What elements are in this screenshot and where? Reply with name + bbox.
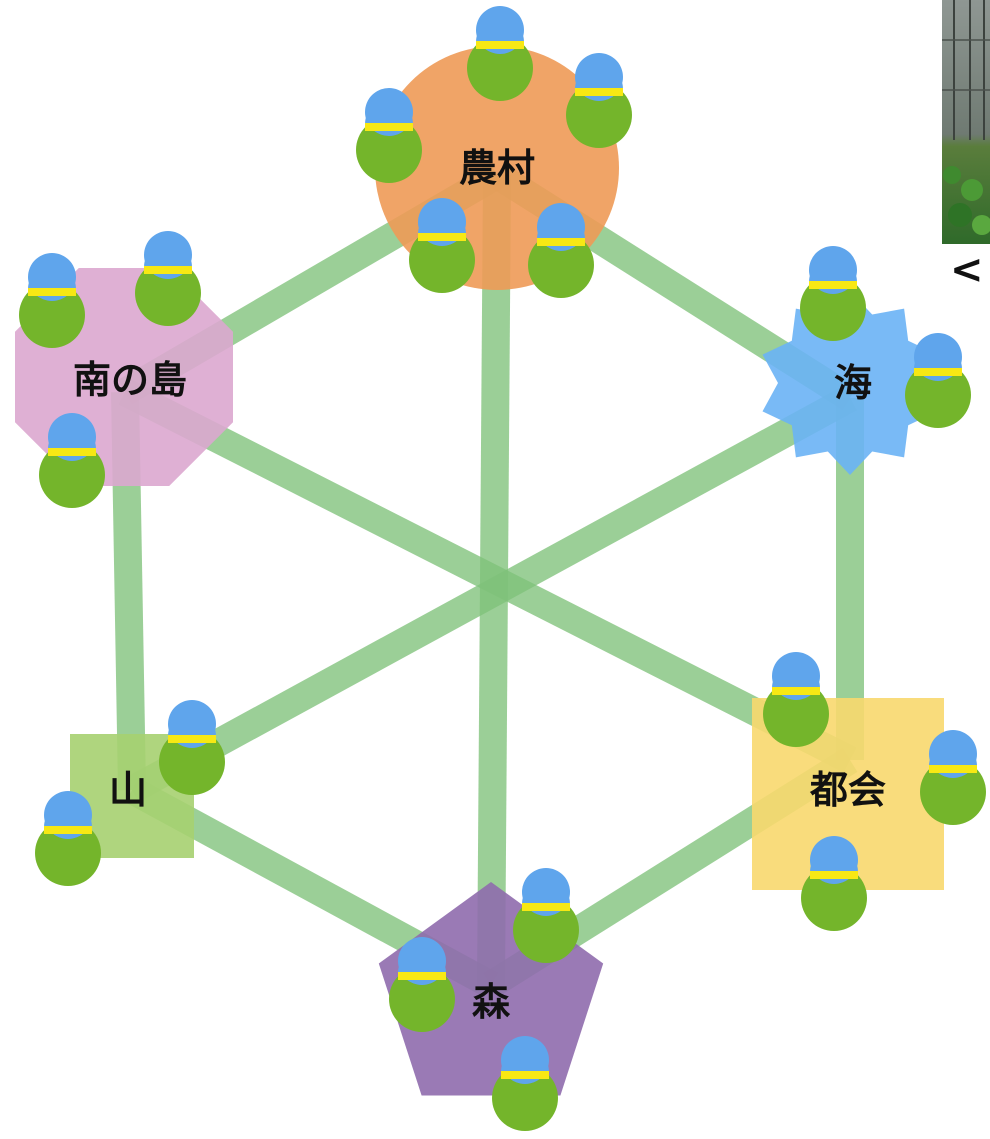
node-shape-sea	[762, 291, 938, 475]
person-icon	[39, 413, 105, 508]
edge-island-city	[118, 379, 857, 773]
node-label-city: 都会	[809, 768, 886, 812]
people-layer	[19, 6, 986, 1131]
person-icon	[356, 88, 422, 183]
person-icon	[492, 1036, 558, 1131]
greenhouse-photo-image	[942, 0, 990, 244]
photo-thumbnail[interactable]	[942, 0, 990, 244]
person-icon	[135, 231, 201, 326]
edge-sea-mountain	[125, 385, 857, 803]
person-icon	[389, 937, 455, 1032]
person-icon	[19, 253, 85, 348]
node-label-island: 南の島	[73, 358, 187, 402]
person-icon	[566, 53, 632, 148]
node-label-sea: 海	[834, 361, 872, 405]
node-label-farm: 農村	[459, 146, 535, 190]
person-icon	[35, 791, 101, 886]
person-icon	[513, 868, 579, 963]
person-icon	[467, 6, 533, 101]
node-label-forest: 森	[472, 980, 511, 1024]
person-icon	[801, 836, 867, 931]
person-icon	[528, 203, 594, 298]
person-icon	[763, 652, 829, 747]
person-icon	[159, 700, 225, 795]
node-sea[interactable]: 海	[762, 291, 938, 475]
person-icon	[905, 333, 971, 428]
edges-layer	[111, 162, 864, 998]
node-label-mountain: 山	[109, 768, 147, 812]
person-icon	[920, 730, 986, 825]
person-icon	[409, 198, 475, 293]
person-icon	[800, 246, 866, 341]
chevron-left-icon[interactable]: <	[950, 247, 984, 293]
